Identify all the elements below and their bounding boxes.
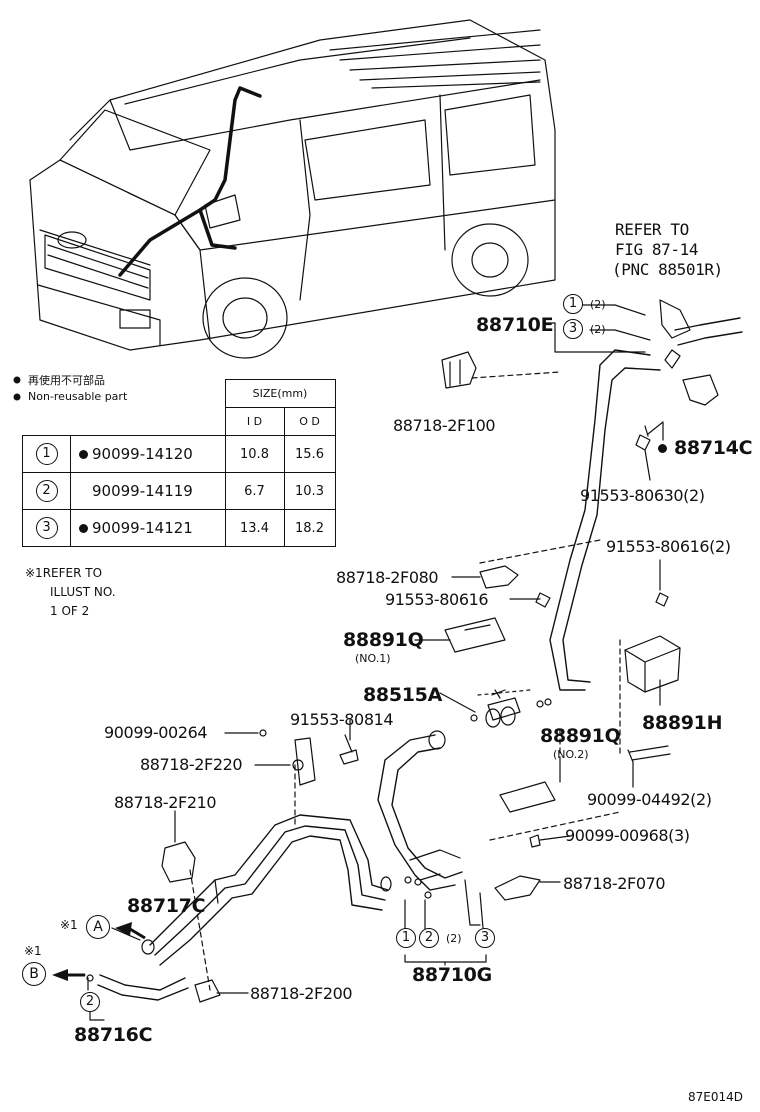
label-88710E: 88710E — [476, 314, 554, 336]
od-header: O D — [283, 407, 336, 436]
note-mark: ※1 — [24, 944, 42, 958]
od-value: 15.6 — [283, 435, 336, 473]
qty-label: (2) — [446, 932, 462, 945]
label-88718-2F070: 88718-2F070 — [563, 874, 666, 893]
legend-jp: 再使用不可部品 — [28, 374, 105, 387]
qty-label: (2) — [590, 323, 606, 336]
callout-3: 3 — [475, 928, 495, 948]
size-table: SIZE(mm) I D O D 1 90099-14120 10.8 15.6… — [22, 379, 336, 547]
non-reusable-dot-icon — [79, 450, 88, 459]
part-number: 90099-14120 — [92, 445, 193, 463]
hose-88717C — [141, 814, 392, 966]
label-88718-2F220: 88718-2F220 — [140, 755, 243, 774]
label-91553-80814: 91553-80814 — [290, 710, 394, 729]
footnote-line1: ※1REFER TO — [25, 566, 103, 580]
table-row: 1 90099-14120 10.8 15.6 — [22, 435, 336, 473]
row-number: 2 — [35, 480, 58, 502]
non-reusable-dot-icon — [658, 437, 671, 459]
label-91553-80630: 91553-80630(2) — [580, 486, 705, 505]
arrow-a-marker: A — [86, 915, 110, 939]
label-no2: (NO.2) — [553, 748, 589, 761]
arrow-b-marker: B — [22, 962, 46, 986]
footnote-line3: 1 OF 2 — [50, 604, 90, 618]
label-88891H: 88891H — [642, 712, 723, 734]
pipe-88710G — [377, 730, 463, 891]
label-88716C: 88716C — [74, 1024, 153, 1046]
part-number: 90099-14121 — [92, 519, 193, 537]
label-no1: (NO.1) — [355, 652, 391, 665]
label-91553-80616: 91553-80616 — [385, 590, 489, 609]
label-88717C: 88717C — [127, 895, 206, 917]
od-value: 10.3 — [283, 472, 336, 510]
label-88891Q-no1: 88891Q — [343, 629, 424, 651]
note-mark: ※1 — [60, 918, 78, 932]
footnote-line2: ILLUST NO. — [50, 585, 116, 599]
non-reusable-dot-icon — [79, 524, 88, 533]
label-88515A: 88515A — [363, 684, 443, 706]
callout-2: 2 — [419, 928, 439, 948]
callout-1: 1 — [396, 928, 416, 948]
label-88891Q-no2: 88891Q — [540, 725, 621, 747]
label-88718-2F210: 88718-2F210 — [114, 793, 217, 812]
callout-2: 2 — [80, 992, 100, 1012]
label-88718-2F200: 88718-2F200 — [250, 984, 353, 1003]
table-row: 3 90099-14121 13.4 18.2 — [22, 509, 336, 547]
id-value: 10.8 — [224, 435, 285, 473]
van-illustration — [29, 19, 556, 359]
label-88714C: 88714C — [674, 437, 753, 459]
qty-label: (2) — [590, 298, 606, 311]
figure-code: 87E014D — [688, 1090, 743, 1104]
table-row: 2 90099-14119 6.7 10.3 — [22, 472, 336, 510]
part-number: 90099-14119 — [92, 482, 193, 500]
callout-1: 1 — [563, 294, 583, 314]
label-88718-2F100: 88718-2F100 — [393, 416, 496, 435]
label-90099-00968: 90099-00968(3) — [565, 826, 690, 845]
label-90099-04492: 90099-04492(2) — [587, 790, 712, 809]
row-number: 3 — [35, 517, 58, 539]
label-88710G: 88710G — [412, 964, 492, 986]
id-value: 13.4 — [224, 509, 285, 547]
refer-line2: FIG 87-14 — [615, 240, 699, 259]
label-90099-00264: 90099-00264 — [104, 723, 208, 742]
refer-line1: REFER TO — [615, 220, 689, 239]
label-88718-2F080: 88718-2F080 — [336, 568, 439, 587]
callout-3: 3 — [563, 319, 583, 339]
id-value: 6.7 — [224, 472, 285, 510]
hose-88716C — [86, 974, 189, 1001]
row-number: 1 — [35, 443, 58, 465]
label-91553-80616-2: 91553-80616(2) — [606, 537, 731, 556]
size-header: SIZE(mm) — [224, 379, 336, 408]
pipe-88710E — [549, 299, 743, 691]
od-value: 18.2 — [283, 509, 336, 547]
legend-en: Non-reusable part — [28, 390, 128, 403]
refer-line3: (PNC 88501R) — [612, 260, 723, 279]
id-header: I D — [224, 407, 285, 436]
